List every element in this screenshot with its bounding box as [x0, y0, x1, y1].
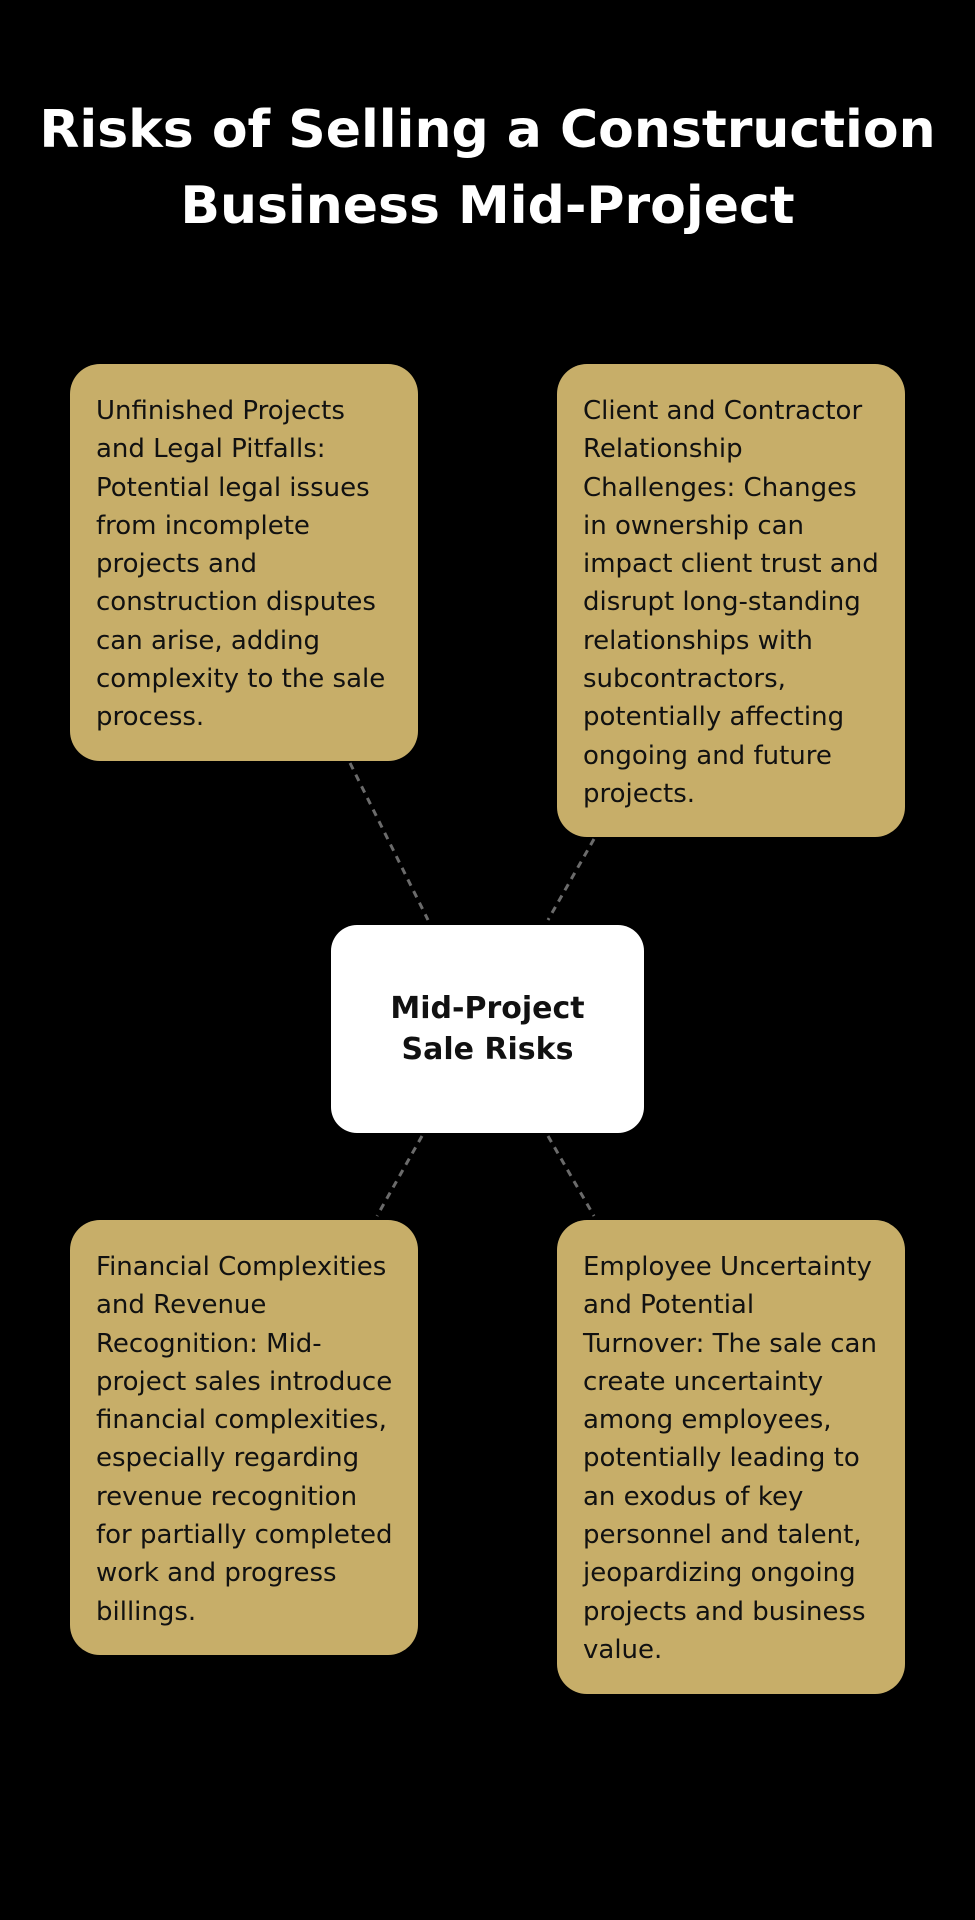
risk-card-unfinished-projects: Unfinished Projects and Legal Pitfalls: …: [70, 364, 418, 761]
risk-text: Employee Uncertainty and Potential Turno…: [583, 1252, 877, 1665]
risk-card-client-contractor: Client and Contractor Relationship Chall…: [557, 364, 905, 837]
connector-bottom-right: [546, 1135, 596, 1217]
connector-top-right: [546, 838, 596, 921]
page-title: Risks of Selling a Construction Business…: [39, 100, 936, 236]
center-label: Mid-Project Sale Risks: [390, 991, 585, 1067]
risk-text: Unfinished Projects and Legal Pitfalls: …: [96, 396, 386, 733]
risk-text: Financial Complexities and Revenue Recog…: [96, 1252, 393, 1627]
risk-card-employee-uncertainty: Employee Uncertainty and Potential Turno…: [557, 1220, 905, 1694]
risk-card-financial-complexities: Financial Complexities and Revenue Recog…: [70, 1220, 418, 1655]
risk-text: Client and Contractor Relationship Chall…: [583, 396, 879, 809]
connector-top-left: [348, 762, 430, 921]
center-node: Mid-Project Sale Risks: [331, 925, 644, 1133]
connector-bottom-left: [375, 1135, 424, 1217]
